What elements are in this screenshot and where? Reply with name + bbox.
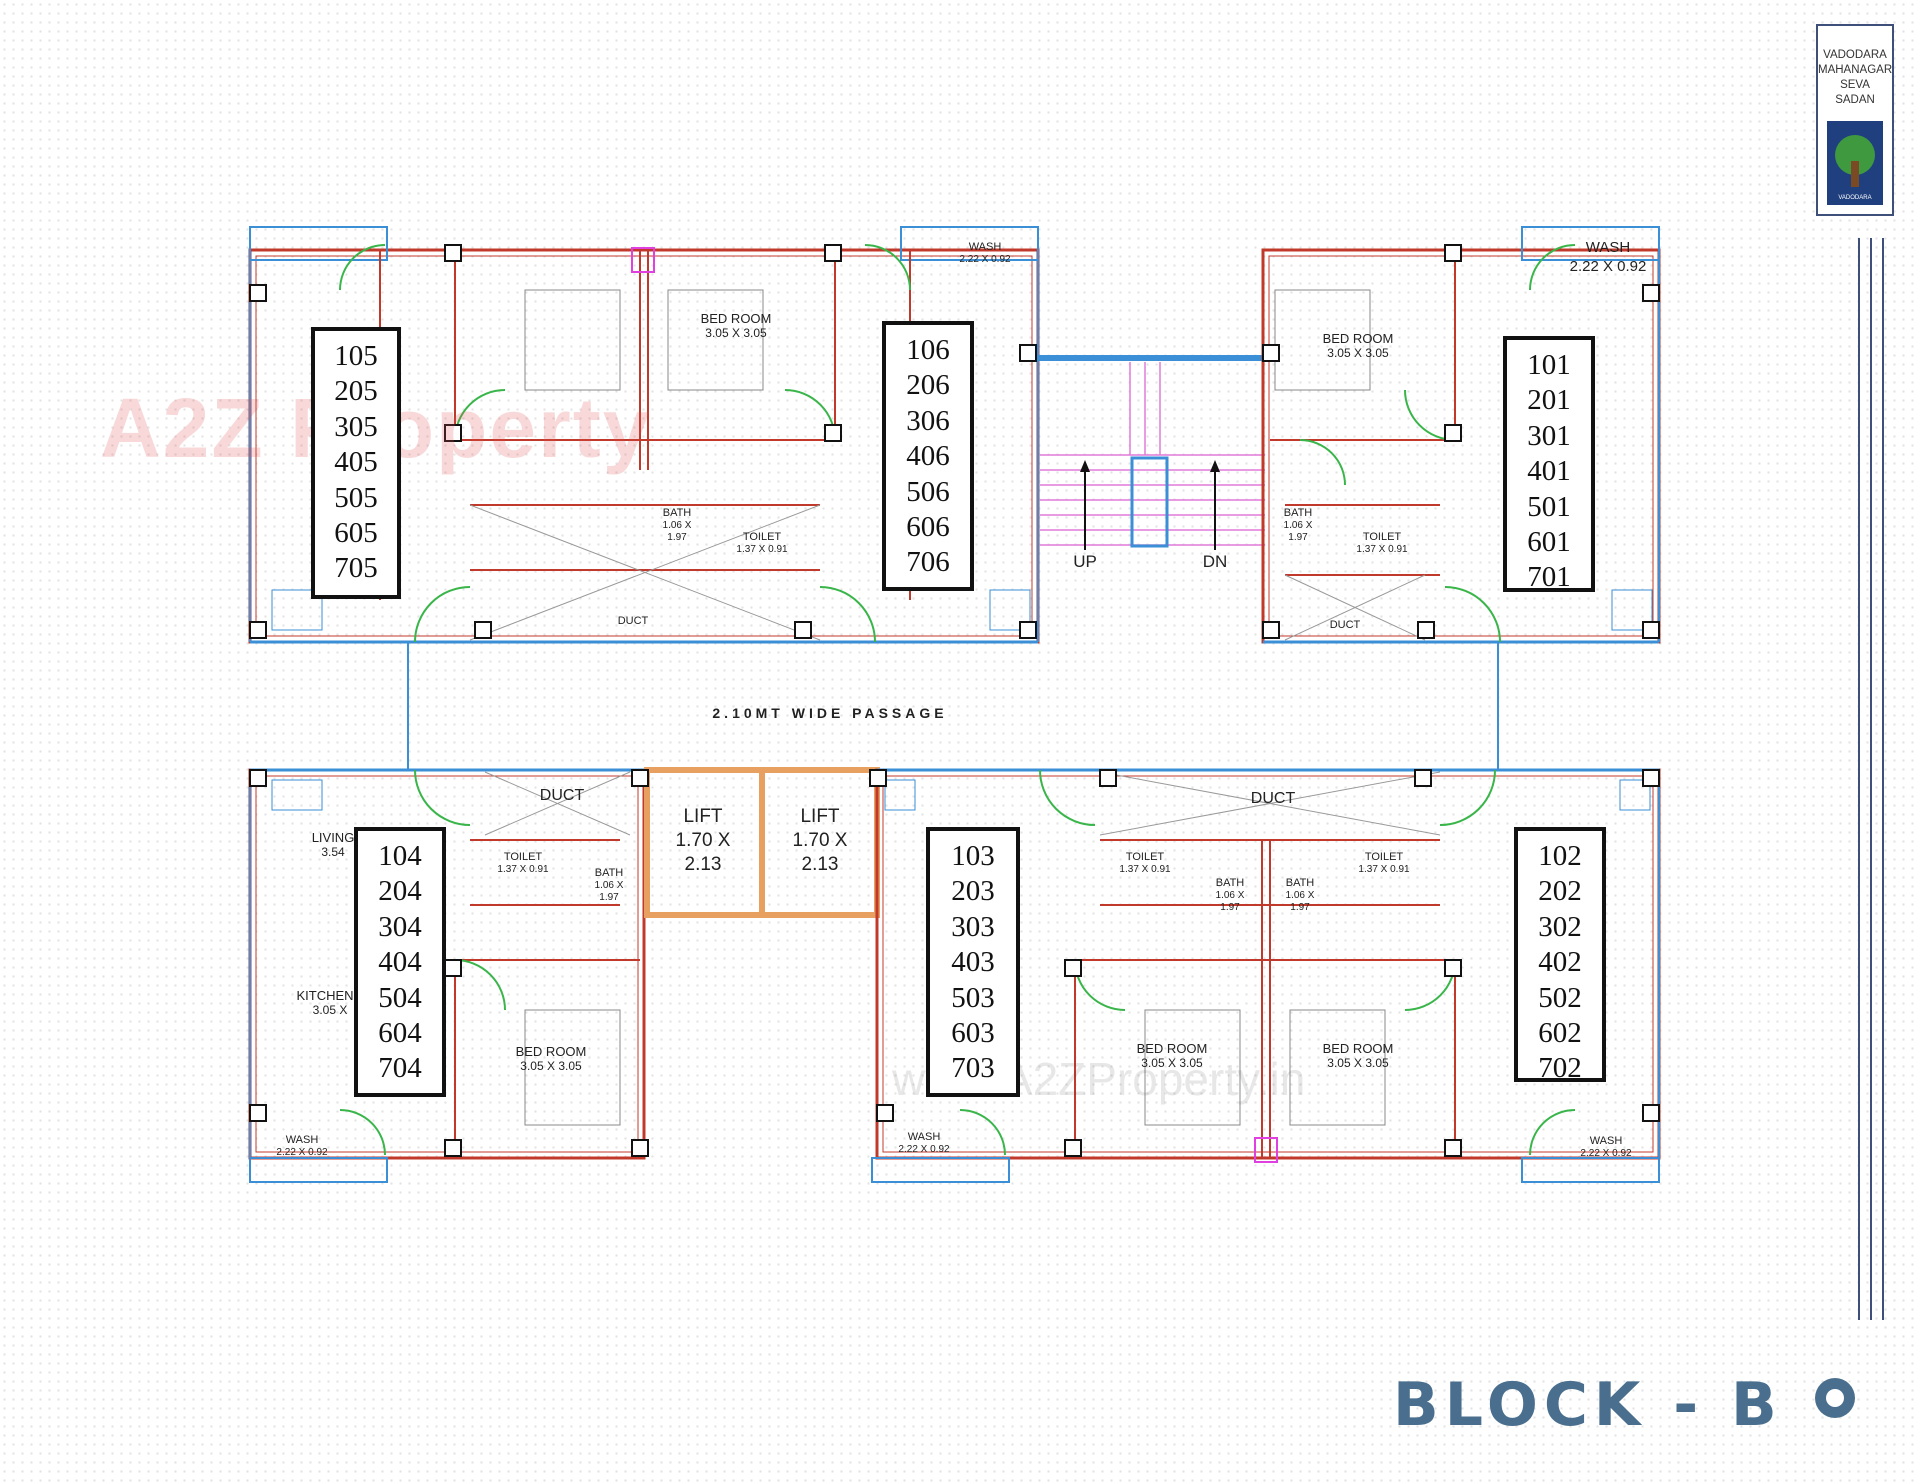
svg-text:1.70 X: 1.70 X: [676, 830, 731, 851]
svg-text:3.05 X 3.05: 3.05 X 3.05: [1327, 346, 1389, 360]
svg-text:BATH: BATH: [1284, 507, 1313, 519]
svg-text:DUCT: DUCT: [1330, 619, 1361, 631]
svg-text:1.37 X 0.91: 1.37 X 0.91: [1358, 864, 1410, 875]
svg-text:DUCT: DUCT: [618, 615, 649, 627]
top-left-wing: [248, 226, 1040, 644]
svg-text:BATH: BATH: [1216, 877, 1245, 889]
svg-text:2.22 X 0.92: 2.22 X 0.92: [276, 1147, 328, 1158]
svg-text:3.05 X 3.05: 3.05 X 3.05: [520, 1059, 582, 1073]
circle-bullet-icon: [1815, 1378, 1855, 1418]
passage-label: 2.10MT WIDE PASSAGE: [712, 705, 947, 721]
svg-text:2.22 X 0.92: 2.22 X 0.92: [959, 254, 1011, 265]
svg-text:KITCHEN: KITCHEN: [296, 988, 353, 1003]
svg-text:VADODARA: VADODARA: [1838, 195, 1871, 201]
stair-up-label: UP: [1073, 552, 1097, 571]
lift-label: LIFT: [683, 806, 722, 827]
svg-text:2.13: 2.13: [685, 854, 722, 875]
svg-text:BED ROOM: BED ROOM: [516, 1044, 587, 1059]
svg-text:1.97: 1.97: [1288, 532, 1308, 543]
svg-text:TOILET: TOILET: [504, 851, 543, 863]
svg-text:BATH: BATH: [663, 507, 692, 519]
lift-label: LIFT: [800, 806, 839, 827]
svg-text:1.97: 1.97: [1220, 902, 1240, 913]
svg-text:BED ROOM: BED ROOM: [1323, 1041, 1394, 1056]
svg-text:2.22 X 0.92: 2.22 X 0.92: [898, 1144, 950, 1155]
svg-text:3.05 X 3.05: 3.05 X 3.05: [705, 326, 767, 340]
svg-text:1.06 X: 1.06 X: [1216, 890, 1245, 901]
svg-text:1.37 X 0.91: 1.37 X 0.91: [1119, 864, 1171, 875]
svg-text:1.37 X 0.91: 1.37 X 0.91: [1356, 544, 1408, 555]
svg-text:TOILET: TOILET: [1126, 851, 1165, 863]
svg-text:1.06 X: 1.06 X: [1286, 890, 1315, 901]
svg-text:1.06 X: 1.06 X: [1284, 520, 1313, 531]
svg-text:1.37 X 0.91: 1.37 X 0.91: [497, 864, 549, 875]
svg-text:1.37 X 0.91: 1.37 X 0.91: [736, 544, 788, 555]
svg-text:2.22 X 0.92: 2.22 X 0.92: [1570, 258, 1647, 275]
staircase: [1038, 355, 1270, 550]
svg-text:WASH: WASH: [1590, 1135, 1623, 1147]
tree-emblem-icon: VADODARA: [1827, 121, 1883, 205]
svg-text:1.97: 1.97: [1290, 902, 1310, 913]
svg-text:3.05 X: 3.05 X: [313, 1003, 348, 1017]
room-labels: BED ROOM 3.05 X 3.05 WASH 2.22 X 0.92 BA…: [276, 239, 1646, 1159]
svg-text:BATH: BATH: [595, 867, 624, 879]
stair-down-label: DN: [1203, 552, 1228, 571]
svg-text:1.70 X: 1.70 X: [793, 830, 848, 851]
svg-text:3.54: 3.54: [321, 845, 345, 859]
svg-text:3.05 X 3.05: 3.05 X 3.05: [1141, 1056, 1203, 1070]
svg-text:BED ROOM: BED ROOM: [1137, 1041, 1208, 1056]
svg-text:DUCT: DUCT: [540, 787, 585, 804]
svg-text:WASH: WASH: [1586, 239, 1630, 256]
decorative-lines: [1858, 238, 1884, 1320]
column-markers: [249, 244, 1660, 1157]
svg-text:1.06 X: 1.06 X: [595, 880, 624, 891]
svg-text:2.22 X 0.92: 2.22 X 0.92: [1580, 1148, 1632, 1159]
svg-text:WASH: WASH: [908, 1131, 941, 1143]
svg-text:1.06 X: 1.06 X: [663, 520, 692, 531]
svg-text:TOILET: TOILET: [1365, 851, 1404, 863]
svg-text:WASH: WASH: [969, 241, 1002, 253]
block-title: BLOCK - B: [1393, 1370, 1783, 1440]
svg-text:WASH: WASH: [286, 1134, 319, 1146]
svg-text:2.13: 2.13: [802, 854, 839, 875]
svg-text:TOILET: TOILET: [1363, 531, 1402, 543]
svg-text:BED ROOM: BED ROOM: [1323, 331, 1394, 346]
svg-text:3.05 X 3.05: 3.05 X 3.05: [1327, 1056, 1389, 1070]
svg-text:1.97: 1.97: [599, 892, 619, 903]
bed-room-label: BED ROOM: [701, 311, 772, 326]
svg-text:TOILET: TOILET: [743, 531, 782, 543]
svg-text:BATH: BATH: [1286, 877, 1315, 889]
bottom-right-wing: [871, 768, 1661, 1183]
svg-text:DUCT: DUCT: [1251, 790, 1296, 807]
svg-text:LIVING: LIVING: [312, 830, 355, 845]
vmss-logo: VADODARA MAHANAGAR SEVA SADAN VADODARA: [1816, 24, 1894, 216]
svg-text:1.97: 1.97: [667, 532, 687, 543]
